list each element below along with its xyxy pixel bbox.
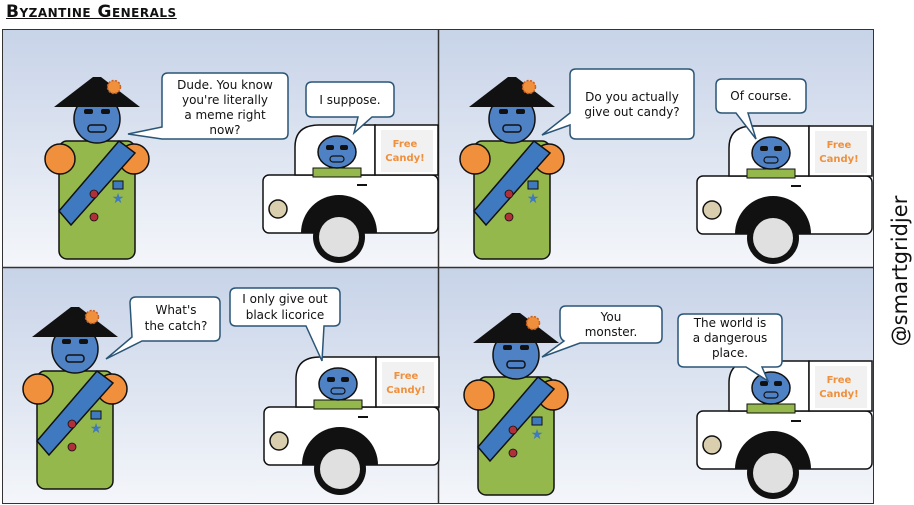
- truck-sign-3: Free Candy!: [386, 371, 425, 396]
- svg-text:Candy!: Candy!: [385, 153, 424, 164]
- speech-bubble-truck-3: I only give out black licorice: [229, 287, 341, 362]
- comic-grid: ★: [2, 29, 874, 504]
- svg-text:Candy!: Candy!: [819, 389, 858, 400]
- speech-bubble-truck-4: The world is a dangerous place.: [677, 313, 783, 383]
- svg-text:monster.: monster.: [585, 325, 638, 339]
- svg-text:I only give out: I only give out: [242, 292, 328, 306]
- svg-text:Dude. You know: Dude. You know: [177, 78, 273, 92]
- comic-title: Byzantine Generals: [6, 2, 177, 22]
- svg-text:now?: now?: [209, 123, 240, 137]
- svg-text:Free: Free: [394, 371, 419, 382]
- svg-text:give out candy?: give out candy?: [584, 105, 679, 119]
- svg-text:The world is: The world is: [693, 316, 767, 330]
- svg-text:Free: Free: [827, 375, 852, 386]
- svg-text:Of course.: Of course.: [730, 89, 791, 103]
- speech-bubble-general-3: What's the catch?: [105, 296, 221, 360]
- speech-bubble-general-1: Dude. You know you're literally a meme r…: [127, 72, 289, 140]
- truck-sign-4: Free Candy!: [819, 375, 858, 400]
- svg-text:What's: What's: [155, 303, 196, 317]
- svg-text:place.: place.: [712, 346, 748, 360]
- truck-sign-2: Free Candy!: [819, 140, 858, 165]
- speech-bubble-general-2: Do you actually give out candy?: [541, 68, 695, 140]
- svg-text:Candy!: Candy!: [386, 385, 425, 396]
- speech-bubble-truck-2: Of course.: [715, 78, 807, 140]
- speech-bubble-general-4: You monster.: [541, 305, 663, 358]
- svg-text:Candy!: Candy!: [819, 154, 858, 165]
- svg-text:a meme right: a meme right: [184, 108, 266, 122]
- svg-text:Free: Free: [827, 140, 852, 151]
- general-character-3: [22, 306, 128, 490]
- svg-text:you're literally: you're literally: [182, 93, 268, 107]
- author-handle: @smartgridjer: [888, 195, 912, 347]
- svg-text:the catch?: the catch?: [145, 319, 208, 333]
- general-character-1: [44, 76, 150, 260]
- svg-text:Do you actually: Do you actually: [585, 90, 679, 104]
- svg-text:I suppose.: I suppose.: [319, 93, 380, 107]
- svg-text:black licorice: black licorice: [246, 308, 325, 322]
- truck-sign-1: Free Candy!: [385, 139, 424, 164]
- general-character-2: [459, 76, 565, 260]
- speech-bubble-truck-1: I suppose.: [305, 81, 395, 136]
- svg-text:a dangerous: a dangerous: [693, 331, 768, 345]
- svg-text:Free: Free: [393, 139, 418, 150]
- svg-text:You: You: [600, 310, 622, 324]
- author-handle-text: @smartgridjer: [888, 195, 912, 347]
- general-character-4: [463, 312, 569, 496]
- comic-panels-svg: ★: [2, 29, 874, 504]
